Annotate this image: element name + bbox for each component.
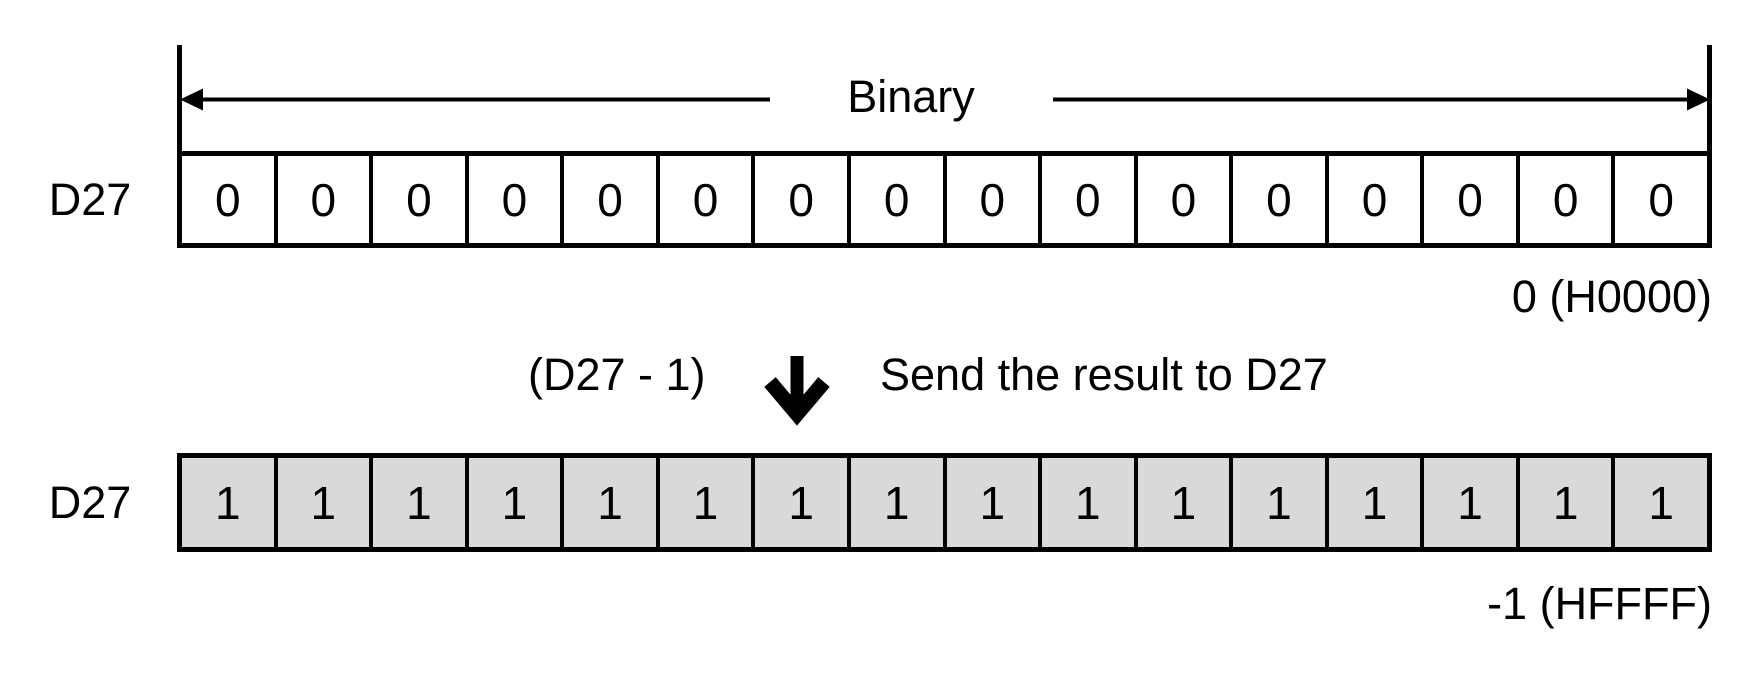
bit-cell: 0 xyxy=(1615,156,1707,243)
bit-cell: 0 xyxy=(659,156,756,243)
bit-cell: 1 xyxy=(468,458,565,547)
arrowhead-left-icon xyxy=(180,88,203,111)
bit-cell: 1 xyxy=(277,458,374,547)
register-bottom-value-label: -1 (HFFFF) xyxy=(1487,578,1712,629)
bit-cell: 1 xyxy=(564,458,660,547)
operation-expression: (D27 - 1) xyxy=(528,349,706,400)
bit-cell: 1 xyxy=(1328,458,1425,547)
bit-cell: 0 xyxy=(277,156,374,243)
operation-description: Send the result to D27 xyxy=(880,349,1328,400)
bit-cell: 1 xyxy=(1615,458,1707,547)
bit-cell: 1 xyxy=(850,458,947,547)
bit-cell: 0 xyxy=(1328,156,1425,243)
bit-cell: 1 xyxy=(182,458,278,547)
bit-cell: 1 xyxy=(1042,458,1138,547)
down-arrow-icon xyxy=(764,356,830,426)
bit-cell: 1 xyxy=(659,458,756,547)
register-name-bottom: D27 xyxy=(48,477,132,528)
bit-cell: 0 xyxy=(946,156,1043,243)
bit-cell: 1 xyxy=(1137,458,1234,547)
bit-cell: 0 xyxy=(850,156,947,243)
bit-cell: 0 xyxy=(564,156,660,243)
binary-range-arrow xyxy=(180,88,1710,111)
bit-cell: 0 xyxy=(1233,156,1329,243)
bit-cell: 0 xyxy=(373,156,469,243)
bit-cell: 0 xyxy=(1042,156,1138,243)
bit-cell: 0 xyxy=(1137,156,1234,243)
bit-cell: 1 xyxy=(755,458,851,547)
down-arrow-head xyxy=(764,377,830,426)
bit-cell: 1 xyxy=(373,458,469,547)
register-top-value-label: 0 (H0000) xyxy=(1511,271,1712,322)
bit-cell: 1 xyxy=(1519,458,1616,547)
bit-cell: 0 xyxy=(755,156,851,243)
bit-cell: 0 xyxy=(1519,156,1616,243)
bit-cell: 0 xyxy=(468,156,565,243)
register-top: 0 0 0 0 0 0 0 0 0 0 0 0 0 0 0 0 xyxy=(177,151,1712,248)
register-name-top: D27 xyxy=(48,174,132,225)
bit-cell: 1 xyxy=(1233,458,1329,547)
bit-cell: 0 xyxy=(182,156,278,243)
bit-cell: 1 xyxy=(1424,458,1520,547)
register-bottom: 1 1 1 1 1 1 1 1 1 1 1 1 1 1 1 1 xyxy=(177,453,1712,552)
binary-range-label: Binary xyxy=(811,74,1011,120)
arrowhead-right-icon xyxy=(1687,88,1710,111)
bit-cell: 1 xyxy=(946,458,1043,547)
bit-cell: 0 xyxy=(1424,156,1520,243)
